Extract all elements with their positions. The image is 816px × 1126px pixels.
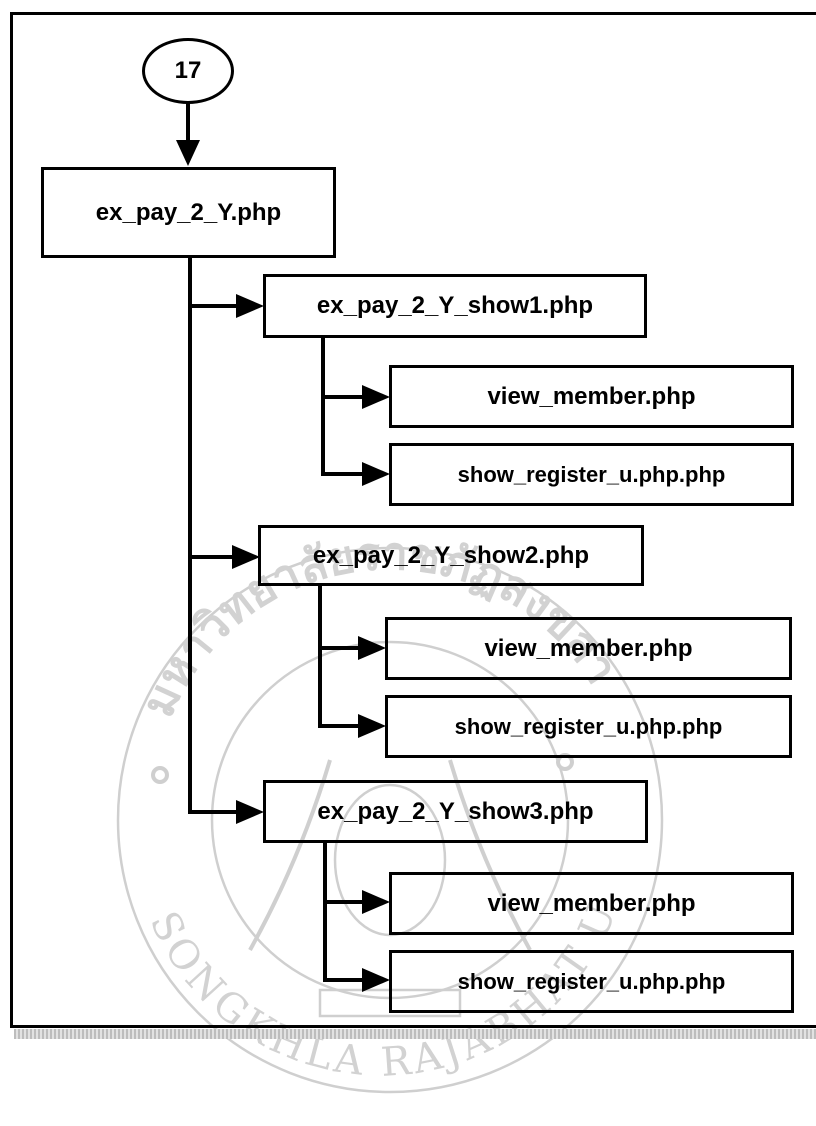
child-node: view_member.php <box>385 617 792 680</box>
root-node: ex_pay_2_Y.php <box>41 167 336 258</box>
child-node: show_register_u.php.php <box>385 695 792 758</box>
offpage-connector-17: 17 <box>142 38 234 104</box>
child-node: show_register_u.php.php <box>389 950 794 1013</box>
connector-label: 17 <box>174 57 202 84</box>
child-node-label: view_member.php <box>487 889 696 917</box>
child-node-label: show_register_u.php.php <box>457 461 726 487</box>
group-node: ex_pay_2_Y_show2.php <box>258 525 644 586</box>
group-node-label: ex_pay_2_Y_show2.php <box>312 541 590 569</box>
frame-shadow <box>14 1029 816 1039</box>
group-node-label: ex_pay_2_Y_show1.php <box>316 292 594 319</box>
child-node: view_member.php <box>389 365 794 428</box>
child-node-label: view_member.php <box>484 634 693 662</box>
child-node-label: show_register_u.php.php <box>454 713 723 739</box>
child-node-label: view_member.php <box>487 382 696 410</box>
group-node: ex_pay_2_Y_show3.php <box>263 780 648 843</box>
group-node-label: ex_pay_2_Y_show3.php <box>317 797 594 825</box>
diagram-frame <box>10 12 816 1028</box>
root-node-label: ex_pay_2_Y.php <box>95 198 282 226</box>
child-node: show_register_u.php.php <box>389 443 794 506</box>
child-node: view_member.php <box>389 872 794 935</box>
group-node: ex_pay_2_Y_show1.php <box>263 274 647 338</box>
child-node-label: show_register_u.php.php <box>457 968 726 994</box>
